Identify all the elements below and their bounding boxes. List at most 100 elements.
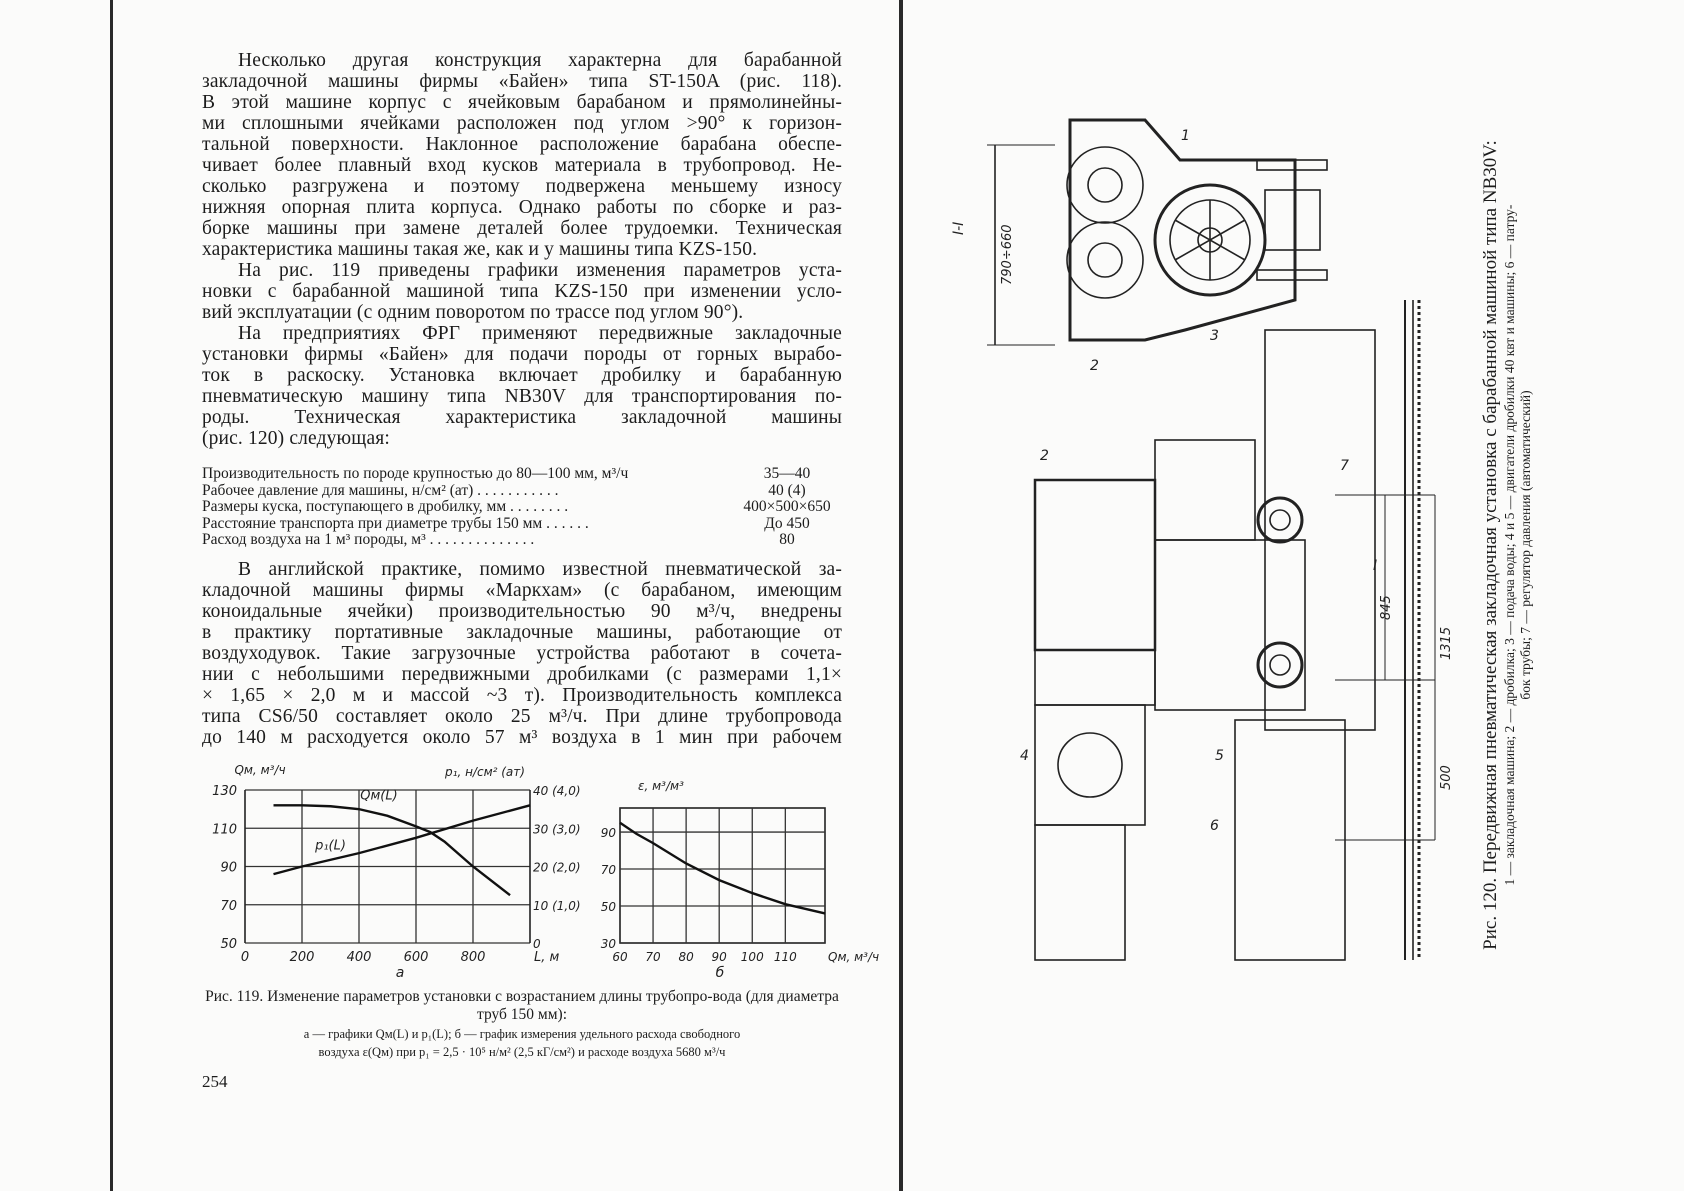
drum-section-view — [987, 118, 1328, 346]
label-6: 6 — [1210, 818, 1219, 834]
text-line: × 1,65 × 2,0 м и массой ~3 т). Производи… — [202, 685, 842, 706]
spec-table: Производительность по породе крупностью … — [202, 465, 842, 549]
y-tick: 70 — [601, 863, 617, 877]
y-tick-right: 40 (4,0) — [533, 784, 581, 798]
y-tick-right: 20 (2,0) — [533, 861, 581, 875]
spec-label: Расстояние транспорта при диаметре трубы… — [202, 514, 589, 532]
figure-119-legend-2: воздуха ε(Qм) при p₁ = 2,5 · 10⁵ н/м² (2… — [318, 1045, 726, 1059]
y-tick-right: 0 — [533, 937, 541, 951]
y-tick: 50 — [601, 900, 617, 914]
dim-500: 500 — [1439, 765, 1454, 790]
text-line: установки фирмы «Байен» для подачи пород… — [202, 344, 842, 365]
x-tick: 70 — [645, 950, 661, 964]
text-line: пневматическую машину типа NB30V для тра… — [202, 386, 842, 407]
label-7: 7 — [1340, 458, 1349, 474]
figure-120-title: Рис. 120. Передвижная пневматическая зак… — [1480, 140, 1501, 950]
x-tick: 200 — [290, 950, 315, 965]
figure-120-caption: Рис. 120. Передвижная пневматическая зак… — [1480, 80, 1534, 1010]
y-tick-left: 110 — [212, 822, 237, 837]
text-line: воздуходувок. Такие загрузочные устройст… — [202, 643, 842, 664]
figure-120-legend-1: 1 — закладочная машина; 2 — дробилка; 3 … — [1502, 204, 1517, 886]
text-line: В этой машине корпус с ячейковым барабан… — [202, 92, 842, 113]
text-line: в практику портативные закладочные машин… — [202, 622, 842, 643]
text-line: коноидальные ячейки) производительностью… — [202, 601, 842, 622]
text-line: ток в раскоску. Установка включает дроби… — [202, 365, 842, 386]
panel-label-a: а — [396, 965, 405, 981]
label-5: 5 — [1215, 748, 1224, 764]
y-tick-right: 30 (3,0) — [533, 822, 581, 836]
text-line: вий эксплуатации (с одним поворотом по т… — [202, 302, 744, 323]
text-line: (рис. 120) следующая: — [202, 428, 390, 449]
page-left-edge — [110, 0, 113, 1191]
x-tick: 400 — [347, 950, 372, 965]
x-tick: 0 — [241, 950, 249, 965]
spec-label: Производительность по породе крупностью … — [202, 465, 629, 482]
page-number: 254 — [202, 1072, 228, 1091]
section-label: I-I — [951, 222, 967, 235]
label-1: 1 — [1181, 128, 1190, 144]
figure-120-legend-2: бок трубы; 7 — регулятор давления (автом… — [1518, 390, 1533, 700]
spec-label: Рабочее давление для машины, н/см² (ат) … — [202, 481, 559, 499]
spec-value: 35—40 — [763, 465, 811, 482]
text-line: до 140 м расходуется около 57 м³ воздуха… — [202, 727, 842, 748]
text-line: сколько разгружена и поэтому подвержена … — [202, 176, 842, 197]
figure-119-title: Рис. 119. Изменение параметров установки… — [205, 988, 839, 1023]
dim-1315: 1315 — [1439, 627, 1454, 660]
x-tick: 80 — [678, 950, 694, 964]
text-line: ми сплошными ячейками расположен под угл… — [202, 113, 842, 134]
text-line: нии с небольшими передвижными дробилками… — [202, 664, 842, 685]
y-axis-label-left: Qм, м³/ч — [234, 763, 285, 777]
spec-label: Размеры куска, поступающего в дробилку, … — [202, 498, 569, 515]
body-text-continued: В английской практике, помимо известной … — [202, 559, 842, 748]
text-line: борке машины при замене деталей более тр… — [202, 218, 842, 239]
x-axis-label: Qм, м³/ч — [828, 950, 879, 964]
y-axis-label: ε, м³/м³ — [638, 779, 684, 793]
y-axis-label-right: p₁, н/см² (ат) — [444, 765, 525, 779]
y-tick-left: 50 — [220, 937, 237, 952]
plot-frame-b — [619, 807, 826, 944]
text-line: закладочной машины фирмы «Байен» типа ST… — [202, 71, 842, 92]
spec-row: Рабочее давление для машины, н/см² (ат) … — [202, 481, 842, 500]
spec-label: Расход воздуха на 1 м³ породы, м³ . . . … — [202, 531, 535, 548]
text-line: На рис. 119 приведены графики изменения … — [238, 260, 842, 281]
spec-value: 80 — [779, 531, 795, 548]
text-line: характеристика машины такая же, как и у … — [202, 239, 758, 260]
y-tick-right: 10 (1,0) — [533, 899, 581, 913]
x-tick: 90 — [712, 950, 728, 964]
text-line: типа CS6/50 составляет около 25 м³/ч. Пр… — [202, 706, 842, 727]
text-line: новки с барабанной машиной типа KZS-150 … — [202, 281, 842, 302]
dim-top: 790÷660 — [1000, 224, 1015, 285]
x-tick: 60 — [612, 950, 628, 964]
label-2: 2 — [1090, 358, 1099, 374]
label-section-mark: I — [1373, 558, 1377, 574]
y-tick-left: 90 — [220, 861, 237, 876]
label-4: 4 — [1020, 748, 1029, 764]
x-tick: 110 — [774, 950, 797, 964]
figure-119-caption: Рис. 119. Изменение параметров установки… — [202, 988, 842, 1060]
spec-row: Размеры куска, поступающего в дробилку, … — [202, 498, 842, 516]
text-line: чивает более плавный вход кусков материа… — [202, 155, 842, 176]
book-spine — [899, 0, 903, 1191]
series-line-epsilon — [619, 821, 826, 915]
body-text: Несколько другая конструкция характерна … — [202, 50, 842, 449]
text-line: Несколько другая конструкция характерна … — [238, 50, 842, 71]
dim-845: 845 — [1379, 595, 1394, 620]
x-axis-label: L, м — [534, 950, 560, 965]
figure-119-legend-1: а — графики Qм(L) и p₁(L); б — график из… — [303, 1027, 741, 1041]
spec-value: 400×500×650 — [743, 498, 831, 515]
label-2b: 2 — [1040, 448, 1049, 464]
text-line: На предприятиях ФРГ применяют передвижны… — [238, 323, 842, 344]
series-label-qm: Qм(L) — [360, 789, 397, 804]
panel-label-b: б — [716, 965, 725, 981]
spec-row: Производительность по породе крупностью … — [202, 465, 842, 483]
text-line: нижняя опорная плита корпуса. Однако раб… — [202, 197, 842, 218]
x-tick: 600 — [404, 950, 429, 965]
label-3: 3 — [1210, 328, 1219, 344]
figure-120-drawing: I-I 790÷660 1 2 845 1315 500 3 7 2 I 4 5… — [951, 118, 1454, 961]
x-tick: 100 — [741, 950, 764, 964]
machine-side-view — [1033, 300, 1436, 961]
spec-row: Расход воздуха на 1 м³ породы, м³ . . . … — [202, 531, 842, 549]
series-label-p1: p₁(L) — [314, 838, 346, 853]
spec-value: До 450 — [764, 514, 810, 532]
